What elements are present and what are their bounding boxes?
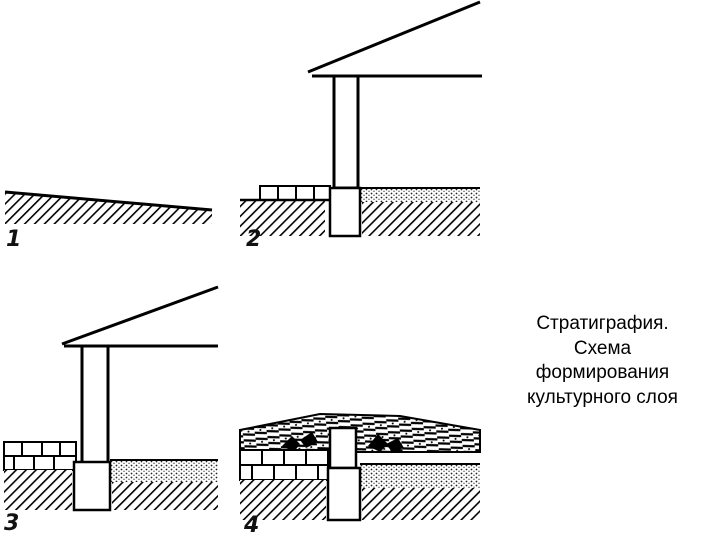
foundation-pit: [72, 460, 112, 512]
ground-surface: [4, 190, 213, 212]
foundation-pit: [328, 186, 362, 238]
caption-line: культурного слоя: [527, 386, 678, 408]
caption-line: Стратиграфия.: [536, 313, 669, 334]
panel-number-1: 1: [6, 227, 21, 252]
natural-ground: [4, 470, 72, 510]
panel-2: 2: [240, 0, 482, 252]
sand-layer: [360, 188, 480, 202]
stratigraphy-figure: 1 2: [3, 0, 482, 538]
sand-layer: [360, 464, 480, 488]
stone-joints: [240, 450, 328, 480]
natural-ground: [5, 192, 212, 224]
natural-ground: [362, 488, 480, 520]
panel-1: 1: [4, 190, 213, 252]
panel-number-4: 4: [243, 513, 259, 538]
figure-caption: Стратиграфия. Схема формирования культур…: [495, 312, 710, 410]
panel-number-2: 2: [246, 227, 261, 252]
debris: [282, 432, 404, 452]
wall-column: [332, 74, 360, 190]
roof: [61, 285, 219, 346]
panel-4: 4: [239, 412, 481, 538]
panel-3: 3: [3, 285, 219, 536]
foundation-pit: [326, 466, 362, 522]
natural-ground: [240, 480, 326, 520]
wall-remnant: [328, 426, 358, 470]
natural-ground: [362, 202, 480, 236]
destruction-layer: [239, 412, 481, 453]
sand-layer: [110, 460, 218, 482]
natural-ground: [240, 200, 325, 236]
wall-column: [80, 344, 110, 466]
stone-joints: [277, 186, 315, 200]
panel-number-3: 3: [4, 511, 19, 536]
stone-joints: [4, 442, 76, 470]
roof: [307, 0, 481, 74]
natural-ground: [112, 482, 218, 510]
caption-line: формирования: [535, 362, 670, 383]
caption-line: Схема: [573, 337, 632, 359]
